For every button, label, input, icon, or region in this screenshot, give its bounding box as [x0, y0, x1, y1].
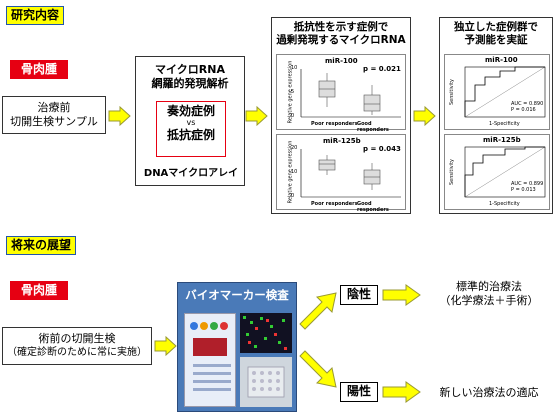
standard-therapy-text: 標準的治療法 （化学療法＋手術）: [426, 280, 552, 308]
roc-mir125b-p: P = 0.013: [511, 187, 536, 193]
arrow-positive-result: [382, 381, 421, 403]
sample-line-1: 治療前: [37, 101, 71, 114]
resistance-mirna-box: 抵抗性を示す症例で 過剰発現するマイクロRNA miR-100 p = 0.02…: [271, 17, 411, 214]
microrna-analysis-box: マイクロRNA 網羅的発現解析 奏効症例 vs 抵抗症例 DNAマイクロアレイ: [135, 56, 245, 186]
analysis-title-2: 網羅的発現解析: [151, 77, 229, 90]
boxplot-mir125b: miR-125b p = 0.043 20 10 0 Relative gene…: [276, 134, 406, 213]
mir100-ytick-top: 10: [291, 65, 298, 71]
arrow-2: [245, 106, 268, 126]
standard-therapy-line-2: （化学療法＋手術）: [439, 294, 539, 307]
mir125b-pvalue: p = 0.043: [363, 145, 401, 153]
roc-mir125b-ylabel: Sensitivity: [449, 158, 456, 186]
test-device-icon: [184, 313, 236, 407]
roc-mir100-name: miR-100: [485, 56, 518, 64]
preop-line-2: （確定診断のために常に実施）: [7, 347, 147, 358]
mir100-ytick-bottom: 0: [291, 113, 295, 119]
negative-tag: 陰性: [340, 285, 378, 305]
responders-label: 奏効症例: [166, 104, 215, 118]
biomarker-panel: バイオマーカー検査: [177, 282, 297, 412]
sample-tube-image: [240, 357, 292, 407]
mir125b-ylabel: Relative gene expression: [287, 140, 294, 204]
resistant-label: 抵抗症例: [166, 128, 215, 142]
roc-mir125b-auc: AUC = 0.899: [511, 181, 544, 187]
roc-mir100-ylabel: Sensitivity: [449, 78, 456, 106]
arrow-4: [154, 336, 177, 356]
roc-mir100-xlabel: 1-Specificity: [489, 121, 520, 127]
mir100-xlabel-good: Good responders: [357, 121, 389, 133]
arrow-up-negative: [299, 292, 337, 330]
section-header-research: 研究内容: [6, 6, 65, 25]
new-therapy-text: 新しい治療法の適応: [439, 386, 539, 399]
resistance-title-2: 過剰発現するマイクロRNA: [276, 34, 406, 46]
arrow-down-positive: [299, 350, 337, 388]
mir125b-name: miR-125b: [323, 137, 361, 145]
mir125b-xlabel-poor: Poor responders: [311, 201, 358, 207]
mir125b-ytick-bottom: 0: [291, 193, 295, 199]
biomarker-title: バイオマーカー検査: [185, 288, 289, 302]
osteosarcoma-badge-2: 骨肉腫: [10, 281, 68, 300]
mir100-xlabel-poor: Poor responders: [311, 121, 358, 127]
resistance-title-1: 抵抗性を示す症例で: [293, 21, 389, 33]
mir100-pvalue: p = 0.021: [363, 65, 401, 73]
standard-therapy-line-1: 標準的治療法: [456, 280, 522, 293]
mir125b-xlabel-good: Good responders: [357, 201, 389, 213]
validation-title-1: 独立した症例群で: [454, 21, 538, 33]
responder-comparison-box: 奏効症例 vs 抵抗症例: [156, 101, 226, 157]
mir100-name: miR-100: [325, 57, 358, 65]
analysis-title-1: マイクロRNA: [155, 63, 225, 76]
roc-mir100-p: P = 0.016: [511, 107, 536, 113]
positive-tag: 陽性: [340, 382, 378, 402]
sample-line-2: 切開生検サンプル: [10, 115, 98, 128]
mir125b-ytick-mid: 10: [291, 169, 298, 175]
roc-mir125b-name: miR-125b: [483, 136, 521, 144]
vs-label: vs: [186, 118, 196, 127]
arrow-negative-result: [382, 284, 421, 306]
preop-biopsy-box: 術前の切開生検 （確定診断のために常に実施）: [2, 327, 152, 365]
roc-mir125b-xlabel: 1-Specificity: [489, 201, 520, 207]
osteosarcoma-badge: 骨肉腫: [10, 60, 68, 79]
arrow-1: [108, 106, 131, 126]
microarray-image: [240, 313, 292, 353]
mir125b-ytick-top: 20: [291, 145, 298, 151]
preop-line-1: 術前の切開生検: [38, 332, 116, 345]
roc-mir100-auc: AUC = 0.890: [511, 101, 544, 107]
mir100-ylabel: Relative gene expression: [287, 60, 294, 124]
mir100-ytick-mid: 5: [291, 89, 295, 95]
arrow-3: [413, 106, 436, 126]
boxplot-mir100: miR-100 p = 0.021 10 5 0 Relative gene e…: [276, 54, 406, 133]
validation-title-2: 予測能を実証: [464, 34, 528, 46]
roc-mir100: miR-100 Sensitivity 1-Specificity AUC = …: [444, 54, 550, 130]
validation-box: 独立した症例群で 予測能を実証 miR-100 Sensitivity 1-Sp…: [439, 17, 553, 214]
roc-mir125b: miR-125b Sensitivity 1-Specificity AUC =…: [444, 134, 550, 210]
section-header-outlook: 将来の展望: [6, 236, 77, 255]
dna-microarray-label: DNAマイクロアレイ: [143, 168, 239, 179]
pretreatment-sample-box: 治療前 切開生検サンプル: [2, 96, 106, 134]
